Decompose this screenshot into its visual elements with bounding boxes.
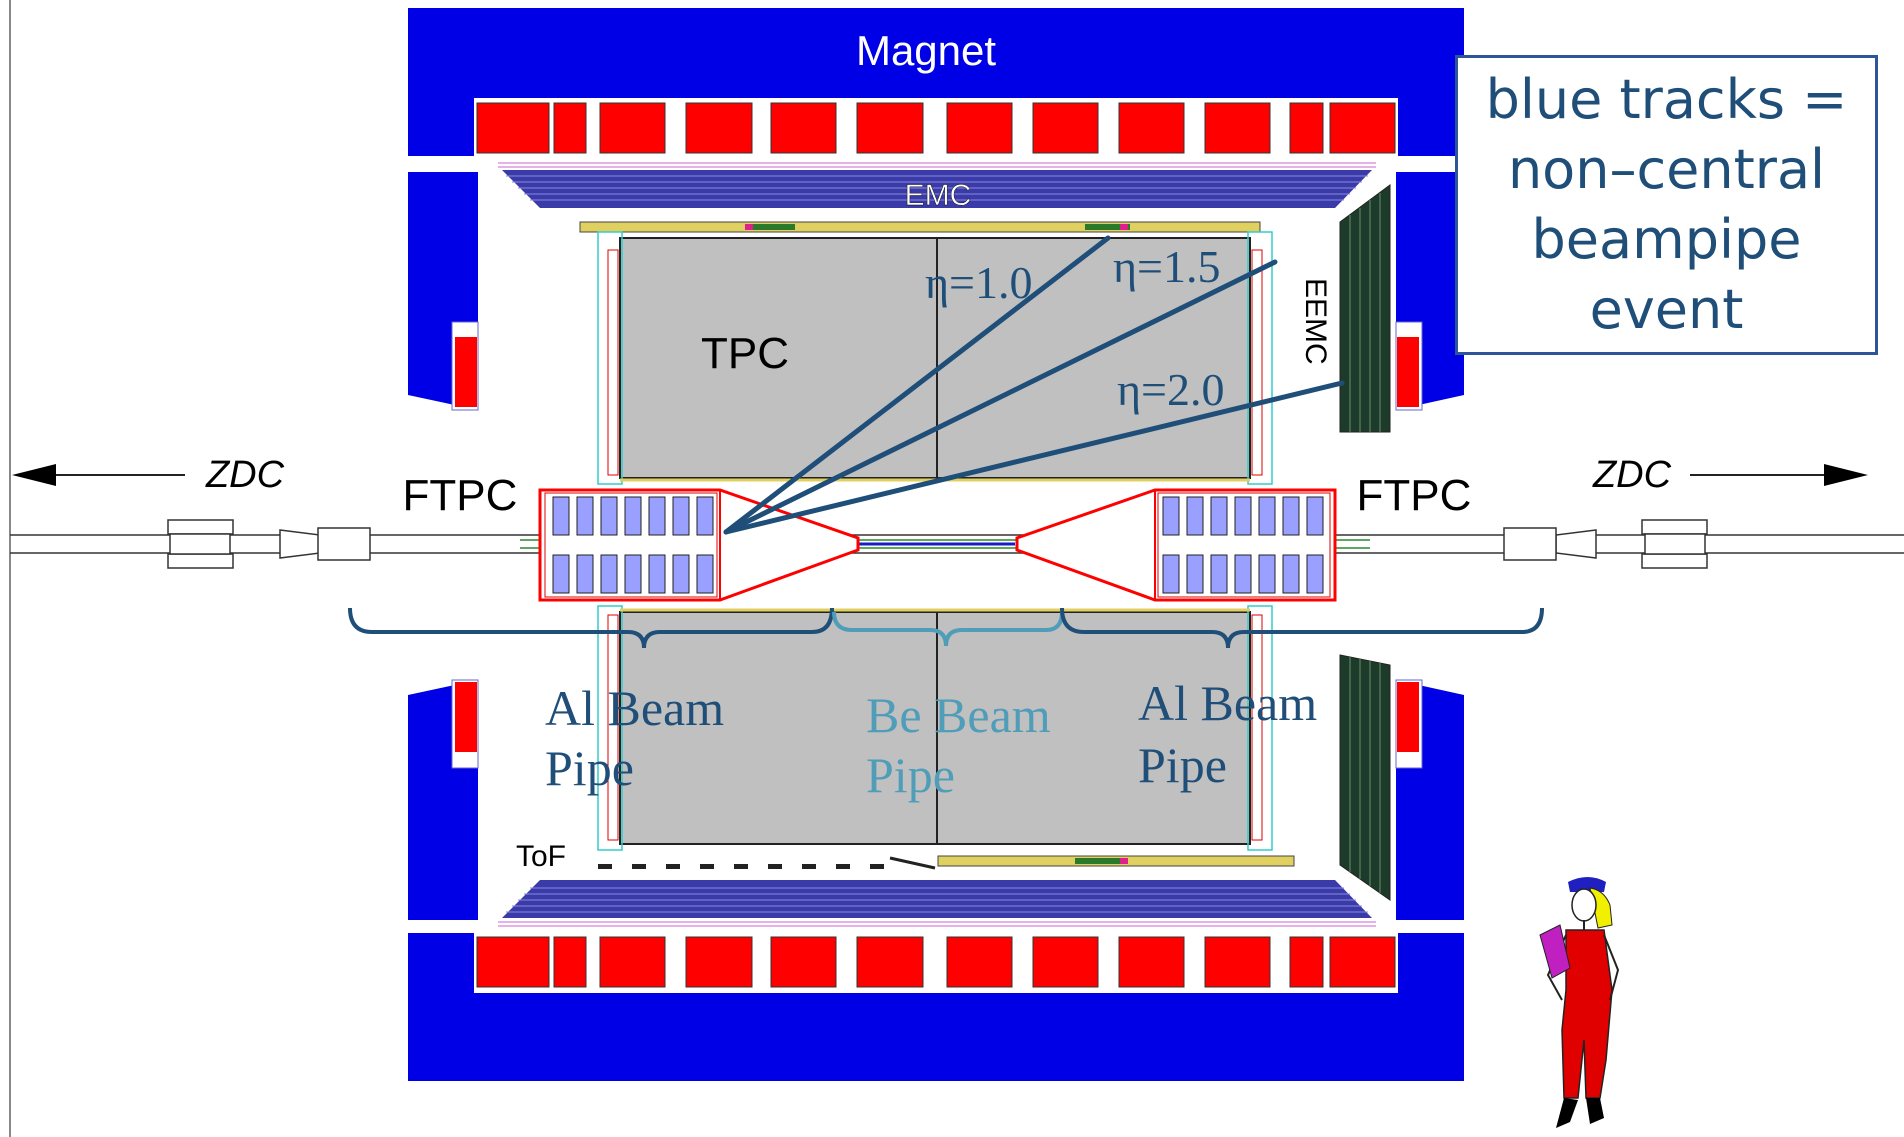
note-line-4: event [1589,278,1744,341]
tof-rail-top [579,221,1261,233]
al-beam-pipe-left-brace [348,607,834,649]
eta-label-3: η=2.0 [1117,364,1225,415]
magnet-bottom [408,933,1464,1081]
note-line-1: blue tracks = [1485,68,1848,131]
zdc-right-label: ZDC [1592,454,1672,496]
be-beam-pipe-brace [832,611,1064,647]
al-beam-pipe-right-brace [1060,607,1544,649]
ftpc-right-label: FTPC [1357,471,1472,520]
zdc-left-label: ZDC [205,454,285,496]
magnet-label: Magnet [856,27,996,74]
tof-label: ToF [516,840,566,873]
zdc-right-hardware [1503,519,1708,569]
track-eta-1-0 [723,235,1111,535]
al-beam-pipe-left-line2: Pipe [545,740,634,796]
ftpc-left [538,488,860,602]
ftpc-left-label: FTPC [403,471,518,520]
zdc-right-arrow [1690,464,1868,486]
emc-label: EMC [905,179,972,212]
emc-bottom [498,880,1376,927]
eemc-label: EEMC [1299,278,1332,365]
tpc-upper [597,231,1273,485]
al-beam-pipe-right-line1: Al Beam [1138,675,1317,731]
tpc-label: TPC [701,329,789,378]
tof-rail-bottom [937,855,1295,867]
eemc-upper [1339,184,1391,433]
al-beam-pipe-right-line2: Pipe [1138,737,1227,793]
al-beam-pipe-left-line1: Al Beam [545,680,724,736]
eta-label-2: η=1.5 [1113,241,1221,292]
eemc-lower [1339,654,1391,901]
ftpc-right [1015,488,1337,602]
note-line-3: beampipe [1531,208,1802,271]
note-box: blue tracks = non–central beampipe event [1455,55,1878,355]
be-beam-pipe-line1: Be Beam [866,687,1051,743]
be-beam-pipe-line2: Pipe [866,747,955,803]
tof-dots [598,856,936,870]
zdc-left-arrow [12,464,185,486]
zdc-left-hardware [167,519,371,569]
tpc-lower [597,605,1273,851]
track-eta-2-0 [723,380,1345,535]
emc-top [498,162,1376,208]
eta-label-1: η=1.0 [925,257,1033,308]
particle-tracks [723,235,1345,535]
magnet-side-upper [408,172,1464,411]
note-line-2: non–central [1507,138,1826,201]
magnet-coils-top [476,102,1396,154]
person-figure-icon [1539,877,1620,1128]
magnet-side-lower [408,679,1464,920]
magnet-coils-bottom [476,936,1396,988]
track-eta-1-5 [723,259,1278,535]
